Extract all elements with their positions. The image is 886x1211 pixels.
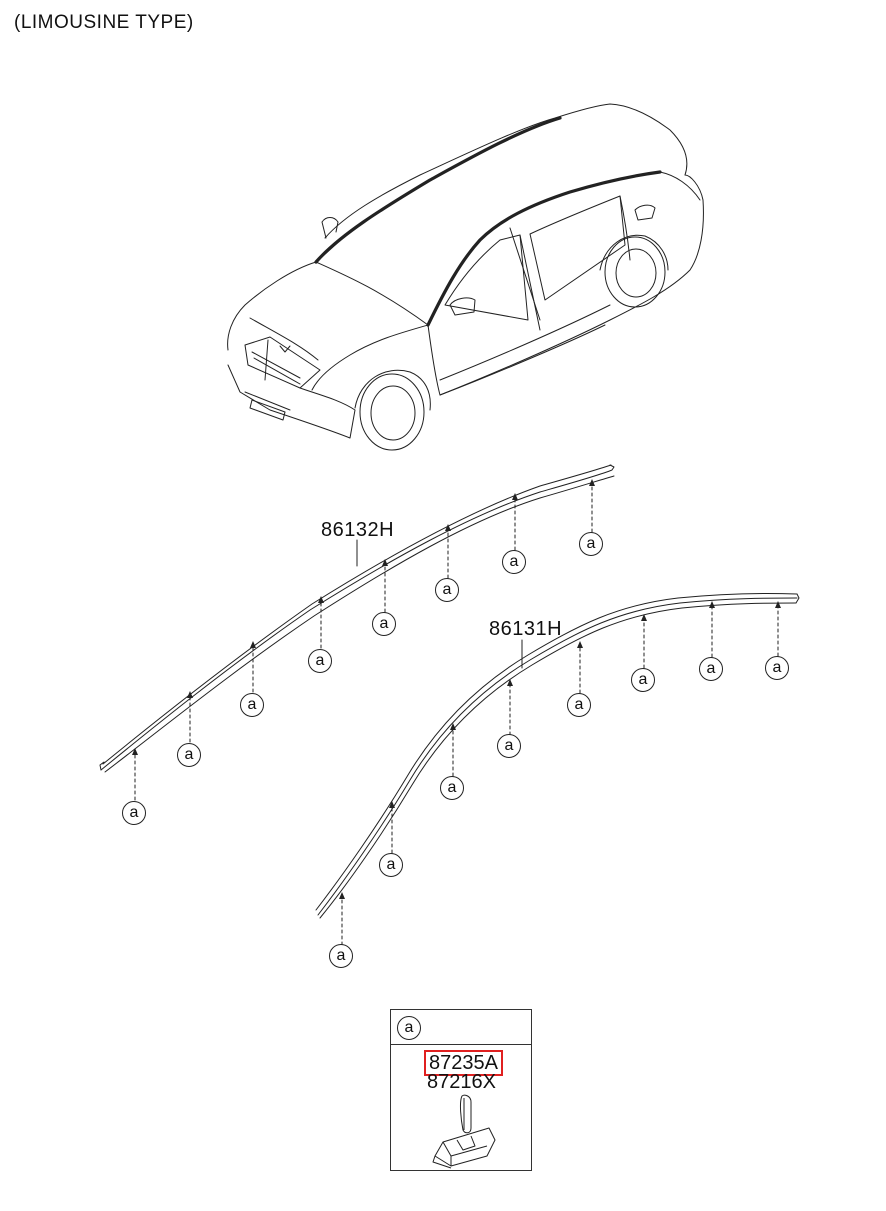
part-label-86131h: 86131H	[489, 618, 563, 640]
clip-arrowheads	[132, 479, 781, 899]
part-label-86132h: 86132H	[321, 519, 395, 541]
clip-legend-box: a 87235A 87216X	[390, 1009, 532, 1171]
car-illustration	[227, 103, 704, 451]
clip-callout: a	[308, 649, 332, 673]
molding-86132h	[99, 464, 615, 773]
legend-header: a	[391, 1010, 531, 1045]
clip-callout: a	[435, 578, 459, 602]
part-number[interactable]: 87216X	[427, 1071, 496, 1093]
clip-callout: a	[329, 944, 353, 968]
clip-icon	[432, 1094, 496, 1169]
page-title: (LIMOUSINE TYPE)	[14, 12, 194, 33]
clip-callout: a	[372, 612, 396, 636]
clip-callout: a	[567, 693, 591, 717]
part-number-highlighted[interactable]: 87235A	[424, 1050, 503, 1076]
clip-callout: a	[579, 532, 603, 556]
clip-callout: a	[497, 734, 521, 758]
clip-callout: a	[502, 550, 526, 574]
clip-callout: a	[177, 743, 201, 767]
clip-arrows	[134, 482, 779, 946]
clip-callout: a	[240, 693, 264, 717]
clip-callout: a	[379, 853, 403, 877]
legend-callout: a	[397, 1016, 421, 1040]
clip-callout: a	[631, 668, 655, 692]
clip-callout: a	[699, 657, 723, 681]
clip-callout: a	[440, 776, 464, 800]
clip-callout: a	[765, 656, 789, 680]
clip-callout: a	[122, 801, 146, 825]
